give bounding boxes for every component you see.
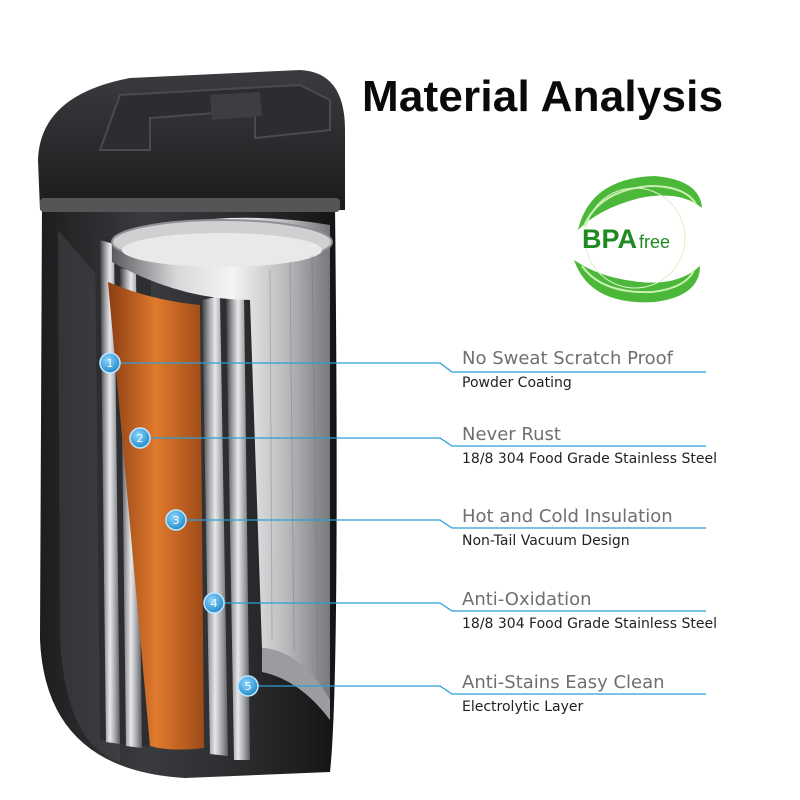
feature-heading: No Sweat Scratch Proof	[462, 348, 673, 369]
feature-detail: 18/8 304 Food Grade Stainless Steel	[462, 616, 717, 632]
inner-cavity	[112, 217, 330, 720]
leaf-icon	[574, 176, 702, 303]
feature-detail: Non-Tail Vacuum Design	[462, 533, 630, 549]
feature-5: Anti-Stains Easy Clean Electrolytic Laye…	[462, 672, 665, 716]
feature-heading: Hot and Cold Insulation	[462, 506, 673, 527]
bpa-label: BPA	[582, 224, 638, 254]
marker-number-4: 4	[211, 597, 218, 610]
marker-number-5: 5	[245, 680, 252, 693]
lid-rim	[40, 198, 340, 212]
page-title: Material Analysis	[362, 72, 724, 121]
feature-detail: 18/8 304 Food Grade Stainless Steel	[462, 451, 717, 467]
feature-1: No Sweat Scratch Proof Powder Coating	[462, 348, 673, 392]
feature-heading: Anti-Oxidation	[462, 589, 592, 610]
marker-number-3: 3	[173, 514, 180, 527]
copper-insulation-layer	[108, 282, 204, 750]
marker-number-1: 1	[107, 357, 114, 370]
layer-markers	[99, 352, 259, 697]
feature-detail: Powder Coating	[462, 375, 572, 391]
feature-heading: Anti-Stains Easy Clean	[462, 672, 665, 693]
free-label: free	[639, 232, 671, 252]
feature-detail: Electrolytic Layer	[462, 699, 584, 715]
marker-number-2: 2	[137, 432, 144, 445]
leader-lines	[110, 362, 706, 695]
feature-heading: Never Rust	[462, 424, 561, 445]
feature-2: Never Rust 18/8 304 Food Grade Stainless…	[462, 424, 717, 468]
feature-3: Hot and Cold Insulation Non-Tail Vacuum …	[462, 506, 673, 550]
feature-4: Anti-Oxidation 18/8 304 Food Grade Stain…	[462, 589, 717, 633]
